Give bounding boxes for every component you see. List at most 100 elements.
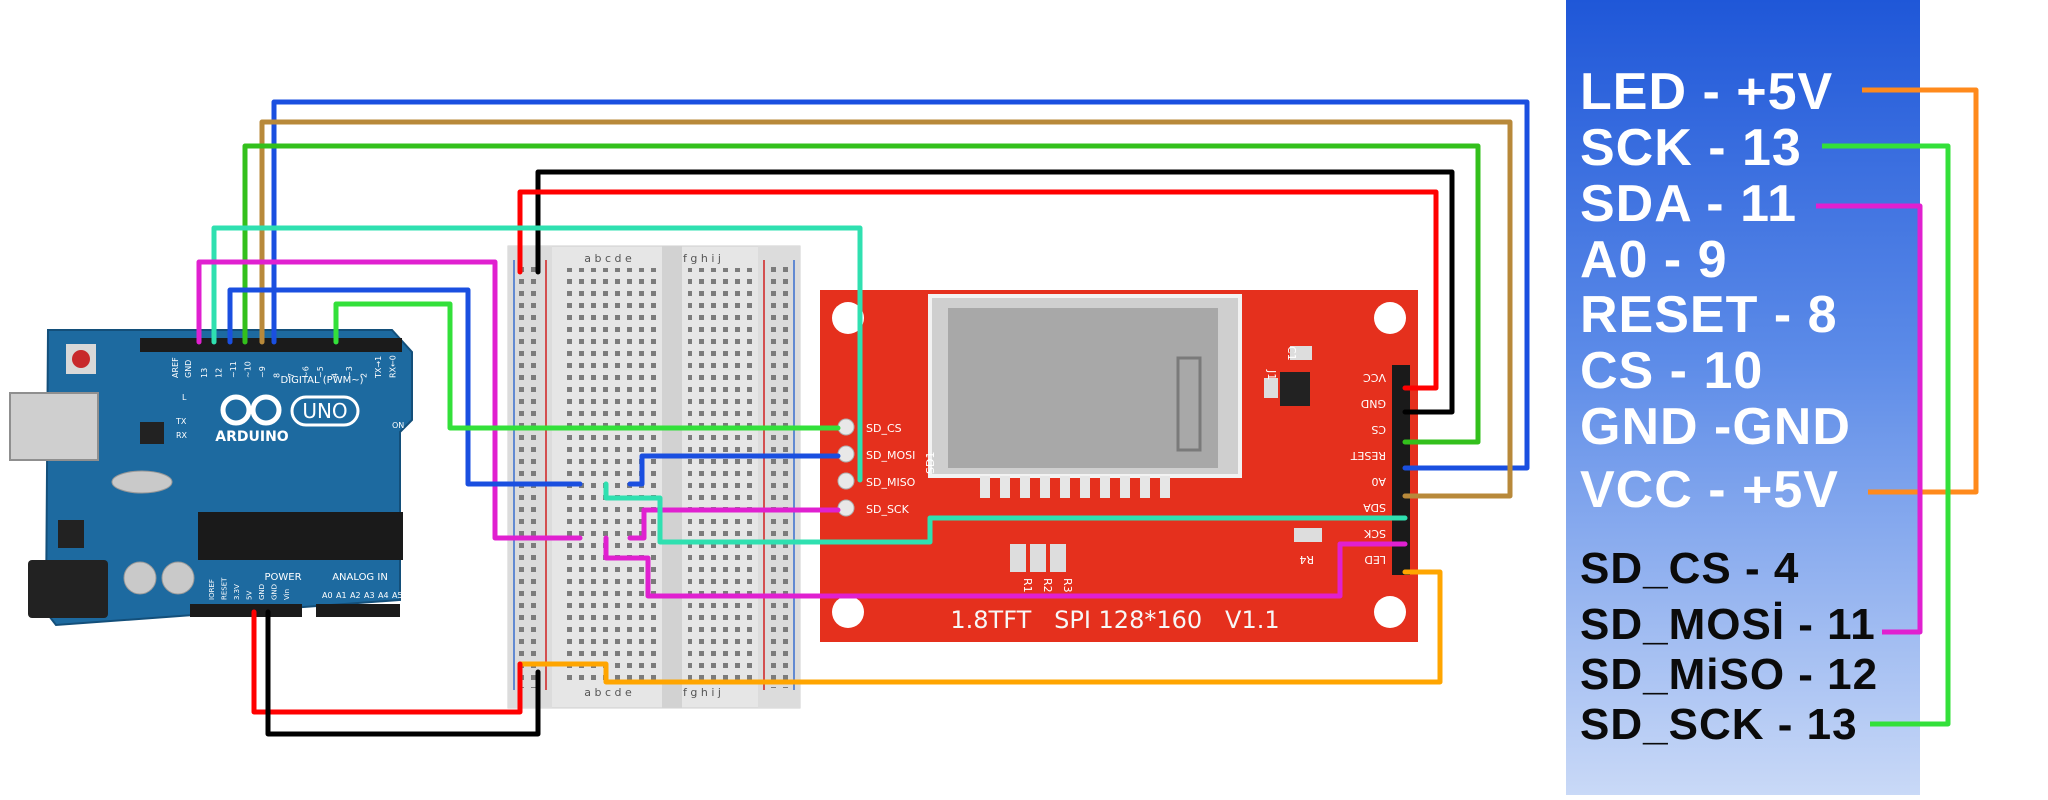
aref-label: AREF (171, 357, 180, 378)
wire-sd-sck-magenta (627, 507, 841, 541)
legend-gnd: GND -GND (1580, 398, 1851, 456)
wires (196, 99, 1530, 737)
wire-a0-blue (271, 99, 1530, 471)
arduino-label: ARDUINO (215, 429, 289, 445)
tft-pin-label: RESET (1350, 449, 1386, 462)
wire-sck-teal (603, 481, 1408, 545)
arduino-uno-board: UNO ARDUINO DIGITAL (PWM~) POWER ANALOG … (9, 329, 413, 627)
digital-header (140, 338, 402, 352)
breadboard-columns-right-bottom: f g h i j (683, 686, 721, 699)
wire-sd-cs-green (333, 301, 841, 431)
wire-sda-magenta (603, 535, 1408, 599)
legend-led: LED - +5V (1580, 63, 1834, 121)
j1-label: J1 (1265, 369, 1278, 380)
c1-label: C1 (1285, 346, 1298, 361)
sd1-label: SD1 (924, 452, 937, 474)
sd-slot-finger (1060, 476, 1070, 498)
tft-pin-label: CS (1371, 423, 1386, 436)
legend-vcc: VCC - +5V (1580, 461, 1839, 519)
breadboard-columns-left-bottom: a b c d e (584, 686, 632, 699)
power-header-label: POWER (264, 572, 301, 583)
power-jack (28, 560, 108, 618)
analog-pin-label: A5 (392, 591, 403, 600)
breadboard-columns-right-top: f g h i j (683, 252, 721, 265)
legend-sck: SCK - 13 (1580, 119, 1802, 177)
power-pin-label: Vin (283, 589, 291, 600)
legend-a0: A0 - 9 (1580, 231, 1728, 289)
legend-reset: RESET - 8 (1580, 286, 1838, 344)
digital-header-label: DIGITAL (PWM~) (281, 375, 364, 386)
l-label: L (182, 393, 187, 402)
sd-slot-finger (1040, 476, 1050, 498)
sd-slot-finger (980, 476, 990, 498)
r4-label: R4 (1299, 553, 1314, 566)
digital-pin-label: TX→1 (374, 356, 383, 379)
arduino-logo-icon (220, 394, 282, 426)
digital-pin-label: ~5 (316, 366, 325, 378)
legend-cs: CS - 10 (1580, 342, 1764, 400)
digital-pin-label: 13 (200, 368, 209, 378)
sd-pin-label: SD_CS (866, 422, 902, 435)
power-pin-label: 3.3V (233, 584, 241, 600)
legend-sd-mosi: SD_MOSİ - 11 (1580, 600, 1876, 649)
digital-pin-label: 2 (360, 373, 369, 378)
legend-sd-cs: SD_CS - 4 (1580, 544, 1800, 593)
tft-pin-label: GND (1361, 397, 1386, 410)
on-label: ON (392, 421, 404, 430)
wire-gnd-black-2 (265, 609, 541, 737)
digital-pin-label: ~10 (244, 361, 253, 378)
legend-sd-sck: SD_SCK - 13 (1580, 700, 1858, 749)
usb-port (9, 392, 99, 461)
digital-pin-label: ~6 (302, 366, 311, 378)
sd-slot-finger (1020, 476, 1030, 498)
power-pin-label: GND (271, 584, 279, 600)
power-pin-label: RESET (221, 577, 229, 600)
tft-pin-label: LED (1364, 553, 1386, 566)
tft-pin-label: SCK (1363, 527, 1386, 540)
power-pin-label: 5V (246, 591, 254, 600)
rx-label: RX (176, 431, 188, 440)
digital-pin-label: ~11 (229, 361, 238, 378)
wire-gnd-black (535, 169, 1455, 415)
legend-sd-miso: SD_MiSO - 12 (1580, 650, 1879, 699)
wire-sd-miso-teal (211, 225, 863, 483)
tft-pin-header (1392, 365, 1410, 575)
sd-pin-label: SD_MISO (866, 476, 916, 489)
digital-pin-label: 8 (273, 373, 282, 378)
power-pin-label: GND (258, 584, 266, 600)
crystal (111, 470, 173, 494)
tft-bottom-label: 1.8TFT SPI 128*160 V1.1 (950, 606, 1279, 634)
breadboard: a b c d e f g h i j a b c d e f g h i j (507, 245, 801, 709)
analog-pin-label: A4 (378, 591, 389, 600)
analog-pin-label: A1 (336, 591, 347, 600)
digital-pin-label: 7 (287, 373, 296, 378)
power-pin-labels: IOREF RESET 3.3V 5V GND GND Vin (208, 577, 291, 600)
sd-pin-labels: SD_CS SD_MOSI SD_MISO SD_SCK (866, 422, 916, 516)
wire-led-orange (517, 569, 1443, 685)
wire-vcc-red (517, 189, 1439, 391)
uno-label: UNO (302, 399, 347, 423)
tx-label: TX (175, 417, 187, 426)
digital-pin-label: ~3 (345, 366, 354, 378)
power-header (190, 604, 302, 617)
tft-module: 1.8TFT SPI 128*160 V1.1 VCCGNDCSRESETA0S… (820, 290, 1418, 642)
sd-slot-finger (1140, 476, 1150, 498)
power-pin-label: IOREF (208, 579, 216, 600)
tft-pin-label: A0 (1371, 475, 1386, 488)
sd-slot-finger (1080, 476, 1090, 498)
sd-pin-label: SD_MOSI (866, 449, 915, 462)
analog-header-label: ANALOG IN (332, 572, 388, 583)
wire-cs-green (242, 143, 1481, 445)
digital-pin-label: RX←0 (389, 355, 398, 378)
sd-pin-label: SD_SCK (866, 503, 910, 516)
wire-reset-tan (259, 119, 1513, 499)
wire-sd-mosi-blue (627, 453, 841, 487)
sd-slot-finger (1000, 476, 1010, 498)
analog-pin-label: A3 (364, 591, 375, 600)
atmega-chip (198, 512, 403, 560)
